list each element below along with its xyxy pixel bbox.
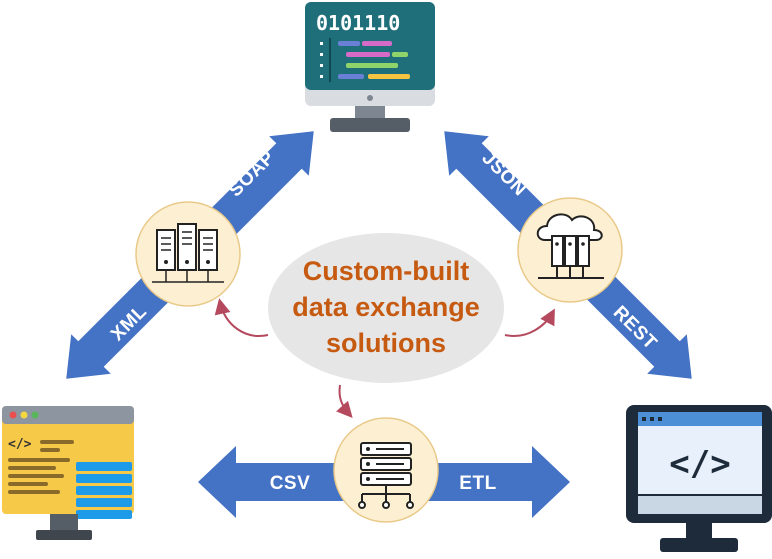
connector-right <box>504 308 555 337</box>
code-tag-left: </> <box>8 437 32 452</box>
code-tag-right: </> <box>669 444 730 484</box>
connector-bottom <box>336 384 353 418</box>
center-line-2: data exchange <box>292 292 480 322</box>
monitor-code-tag-icon: </> <box>626 405 772 552</box>
binary-code: 0101110 <box>316 11 400 35</box>
cloud-server-icon <box>517 197 623 303</box>
server-network-icon <box>333 417 439 523</box>
connector-left <box>214 298 269 337</box>
center-line-3: solutions <box>326 328 446 358</box>
browser-code-window-icon: </> <box>2 406 134 540</box>
label-csv: CSV <box>270 473 311 494</box>
label-etl: ETL <box>459 473 496 494</box>
monitor-code-icon: 0101110 <box>305 2 435 132</box>
server-rack-icon <box>135 201 241 307</box>
center-ellipse <box>268 233 504 383</box>
center-line-1: Custom-built <box>303 256 469 286</box>
